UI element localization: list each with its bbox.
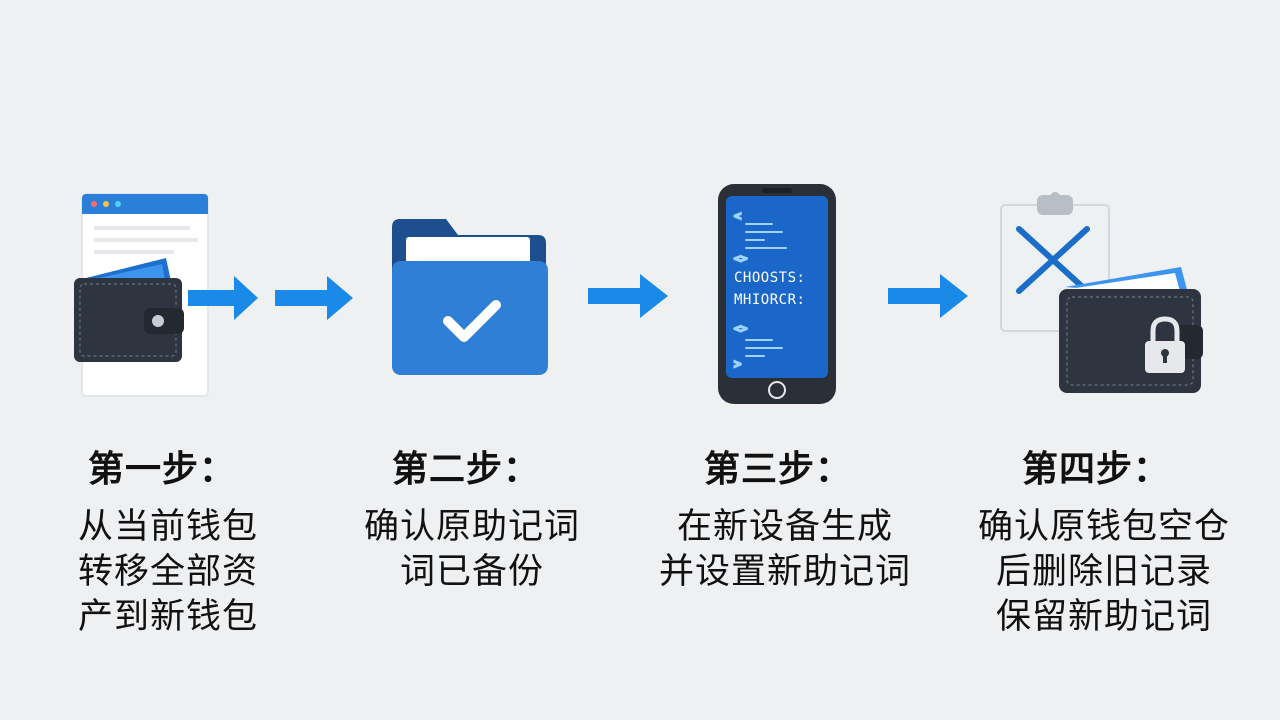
step-1-description: 从当前钱包 转移全部资 产到新钱包 [77, 507, 258, 637]
browser-wallet-icon [74, 193, 209, 397]
arrow-right-icon [588, 274, 668, 318]
step-3-description: 在新设备生成 并设置新助记词 [658, 507, 911, 592]
arrow-right-icon [275, 276, 353, 320]
svg-text:>: > [734, 357, 741, 371]
wallet-icon [74, 258, 184, 362]
smartphone-code-icon: < <> <> > [718, 184, 836, 404]
step-4-description: 确认原钱包空仓 后删除旧记录 保留新助记词 [977, 507, 1230, 637]
phone-screen-line-2: MHIORCR: [734, 292, 806, 308]
step-2-description: 确认原助记词 词已备份 [363, 507, 580, 592]
arrow-right-icon [888, 274, 968, 318]
svg-text:<: < [734, 209, 741, 223]
step-1-title: 第一步： [87, 449, 236, 490]
padlock-icon [1145, 316, 1185, 373]
step-2-title: 第二步： [391, 449, 540, 490]
svg-text:<>: <> [734, 322, 748, 335]
wallet-icon [1059, 267, 1203, 393]
phone-screen-line-1: CHOOSTS: [734, 270, 806, 286]
locked-wallet-icon [1000, 192, 1203, 393]
folder-check-icon [392, 219, 548, 375]
step-3-title: 第三步： [703, 449, 852, 490]
step-4-title: 第四步： [1021, 449, 1170, 490]
svg-text:<>: <> [734, 252, 748, 265]
arrow-right-icon [188, 276, 258, 320]
